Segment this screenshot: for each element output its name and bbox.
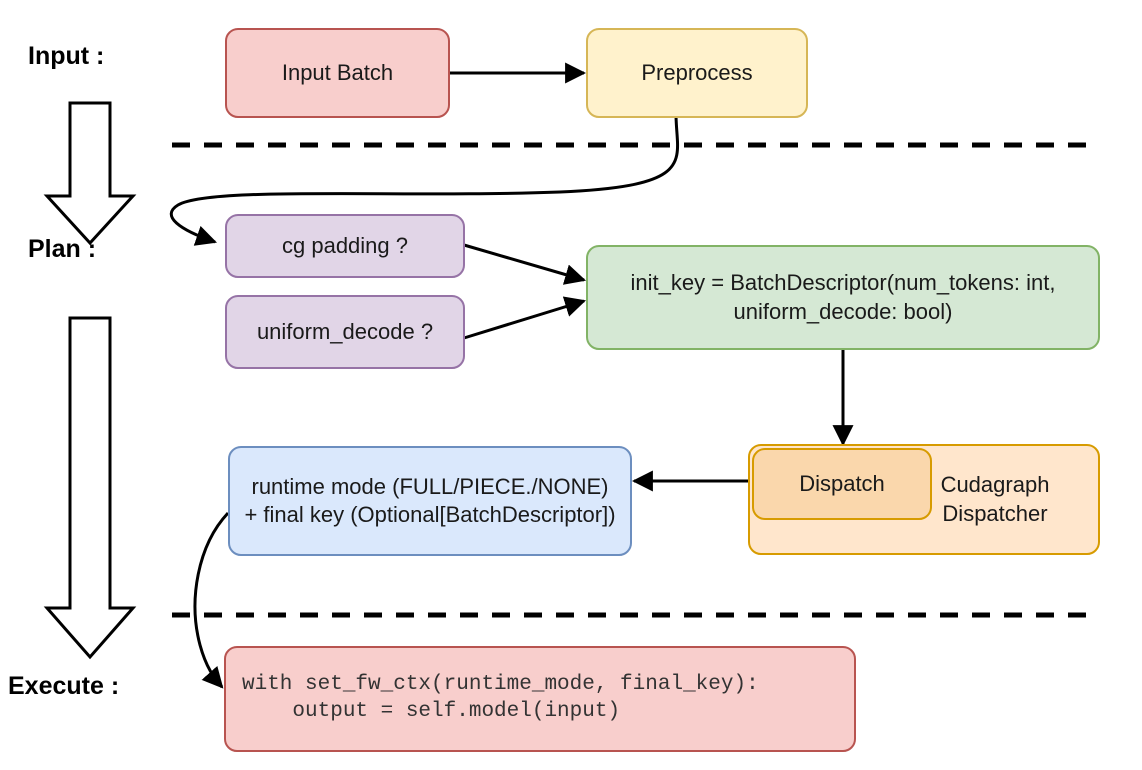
node-input-batch[interactable]: Input Batch <box>225 28 450 118</box>
arrow-uniform-decode-to-init-key <box>463 296 587 340</box>
stage-label-execute: Execute : <box>8 672 120 700</box>
plan-to-execute-block-arrow <box>43 316 137 660</box>
node-cudagraph-dispatcher-line1: Cudagraph <box>940 472 1050 498</box>
node-init-key-line1: init_key = BatchDescriptor(num_tokens: i… <box>630 270 1056 296</box>
arrow-cg-padding-to-init-key <box>463 243 587 285</box>
node-execute-code-line1: with set_fw_ctx(runtime_mode, final_key)… <box>242 673 759 697</box>
node-dispatch-label: Dispatch <box>799 470 885 496</box>
node-preprocess[interactable]: Preprocess <box>586 28 808 118</box>
stage-label-plan: Plan : <box>28 235 97 263</box>
stage-label-input: Input : <box>28 42 105 70</box>
node-cudagraph-dispatcher-line2: Dispatcher <box>942 500 1048 526</box>
node-execute-code-line2: output = self.model(input) <box>242 700 621 723</box>
node-cg-padding-label: cg padding ? <box>282 232 408 258</box>
node-cg-padding[interactable]: cg padding ? <box>225 214 465 278</box>
node-runtime-mode-line2: + final key (Optional[BatchDescriptor]) <box>244 502 616 527</box>
node-runtime-mode-line1: runtime mode (FULL/PIECE./NONE) <box>251 473 609 499</box>
node-runtime-mode[interactable]: runtime mode (FULL/PIECE./NONE) + final … <box>228 446 632 556</box>
input-to-plan-block-arrow <box>43 101 137 246</box>
node-input-batch-label: Input Batch <box>281 59 394 85</box>
node-dispatch[interactable]: Dispatch <box>752 448 932 520</box>
node-uniform-decode[interactable]: uniform_decode ? <box>225 295 465 369</box>
node-preprocess-label: Preprocess <box>641 59 753 85</box>
node-uniform-decode-label: uniform_decode ? <box>256 318 434 344</box>
node-init-key[interactable]: init_key = BatchDescriptor(num_tokens: i… <box>586 245 1100 350</box>
node-init-key-line2: uniform_decode: bool) <box>733 298 953 324</box>
node-execute-code[interactable]: with set_fw_ctx(runtime_mode, final_key)… <box>224 646 856 752</box>
